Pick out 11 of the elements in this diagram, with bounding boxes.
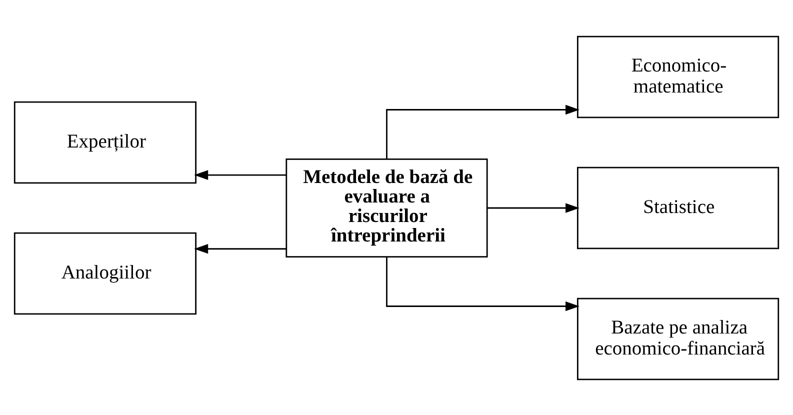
- node-box: Economico-matematice: [576, 35, 780, 118]
- arrow: [194, 244, 286, 254]
- arrow: [194, 170, 286, 180]
- node-box: Experților: [14, 100, 196, 184]
- arrow: [487, 202, 580, 212]
- node-box: Bazate pe analiza economico-financiară: [576, 297, 780, 380]
- node-box: Statistice: [576, 166, 780, 249]
- node-box: Analogiilor: [14, 232, 196, 314]
- node-box: Metodele de bază de evaluare a riscurilor întreprinderii: [286, 158, 488, 257]
- arrow: [386, 104, 580, 158]
- arrow: [386, 256, 580, 311]
